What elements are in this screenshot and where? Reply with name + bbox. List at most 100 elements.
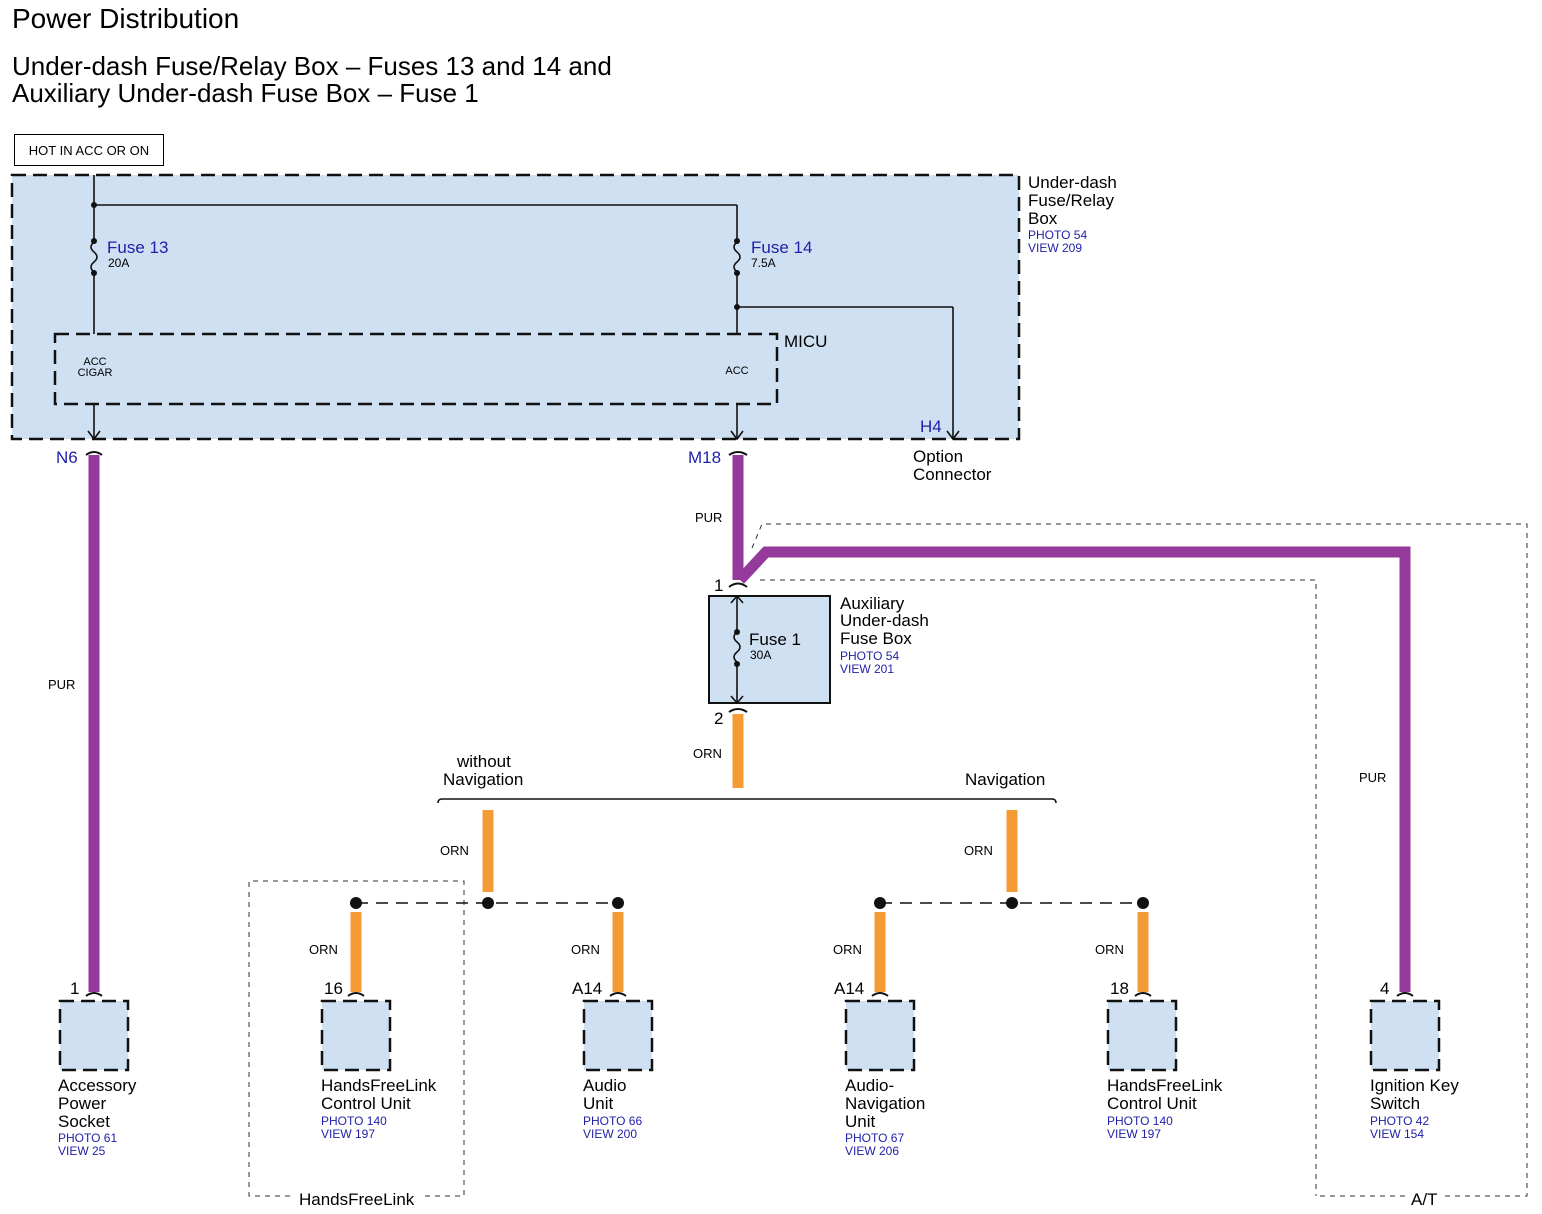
component-name: HandsFreeLink — [1107, 1076, 1223, 1095]
aux-pin-in: 1 — [714, 576, 724, 595]
component-view-link[interactable]: VIEW 197 — [321, 1127, 376, 1141]
orange-wires — [350, 714, 1149, 992]
component-pin: 18 — [1110, 979, 1129, 998]
option-connector-label-1: Option — [913, 447, 964, 466]
wire-color-label-pur: PUR — [695, 510, 723, 525]
internal-wiring — [87, 175, 960, 441]
component-photo-link[interactable]: PHOTO 140 — [1107, 1114, 1173, 1128]
branch-bracket — [437, 798, 1057, 804]
wire-color-label-orn: ORN — [693, 746, 722, 761]
component-name: Power — [58, 1094, 107, 1113]
underdash-box-name-1: Under-dash — [1028, 173, 1117, 192]
underdash-box-photo-link[interactable]: PHOTO 54 — [1028, 228, 1088, 242]
micu-label: MICU — [784, 332, 828, 351]
fuse-1-rating: 30A — [750, 648, 772, 662]
component-photo-link[interactable]: PHOTO 140 — [321, 1114, 387, 1128]
splice-dots — [350, 897, 1149, 909]
component-name: HandsFreeLink — [321, 1076, 437, 1095]
component-pin: A14 — [572, 979, 603, 998]
wire-color-label-pur: PUR — [48, 677, 76, 692]
component-name: Control Unit — [1107, 1094, 1197, 1113]
without-navigation-label-2: Navigation — [443, 770, 524, 789]
aux-box-photo-link[interactable]: PHOTO 54 — [840, 649, 900, 663]
component-view-link[interactable]: VIEW 206 — [845, 1144, 900, 1158]
wire-color-label-pur: PUR — [1359, 770, 1387, 785]
component-name: Ignition Key — [1370, 1076, 1459, 1095]
component-photo-link[interactable]: PHOTO 67 — [845, 1131, 905, 1145]
micu-pin-acc-right: ACC — [725, 365, 749, 377]
option-connector-label-2: Connector — [913, 465, 992, 484]
fuse-14-symbol — [733, 241, 741, 273]
handsfreelink-group-label: HandsFreeLink — [296, 1191, 418, 1209]
component-view-link[interactable]: VIEW 154 — [1370, 1127, 1425, 1141]
fuse-13-label: Fuse 13 — [107, 238, 169, 257]
ignition-key-switch-box[interactable] — [1369, 999, 1441, 1072]
component-pin: A14 — [834, 979, 865, 998]
component-name: Accessory — [58, 1076, 137, 1095]
hot-in-acc-or-on-label: HOT IN ACC OR ON — [14, 134, 164, 166]
component-name: Switch — [1370, 1094, 1421, 1113]
component-photo-link[interactable]: PHOTO 61 — [58, 1131, 118, 1145]
fuse-1-symbol — [733, 631, 741, 663]
audio-unit-box[interactable] — [582, 999, 654, 1072]
micu-box[interactable] — [53, 332, 779, 406]
wire-color-label-orn: ORN — [1095, 942, 1124, 957]
component-name: Audio — [583, 1076, 627, 1095]
component-name: Socket — [58, 1112, 110, 1131]
component-view-link[interactable]: VIEW 200 — [583, 1127, 638, 1141]
purple-wires — [88, 455, 1411, 992]
component-boxes — [58, 999, 1441, 1072]
component-name: Audio- — [845, 1076, 895, 1095]
handsfreelink-control-unit-box-2[interactable] — [1106, 999, 1178, 1072]
wire-color-label-orn: ORN — [440, 843, 469, 858]
page-subtitle-line-1: Under-dash Fuse/Relay Box – Fuses 13 and… — [12, 51, 612, 81]
aux-box-name-1: Auxiliary — [840, 594, 905, 613]
underdash-box-name-2: Fuse/Relay — [1028, 191, 1114, 210]
wire-color-label-orn: ORN — [571, 942, 600, 957]
micu-pin-acc: ACC — [83, 356, 107, 368]
audio-navigation-unit-box[interactable] — [844, 999, 916, 1072]
junction-dots — [91, 202, 740, 310]
connector-n6: N6 — [56, 448, 78, 467]
aux-fuse-box[interactable] — [708, 595, 831, 704]
connector-m18: M18 — [688, 448, 722, 467]
handsfreelink-group-outline — [248, 880, 465, 1197]
fuse-1-label: Fuse 1 — [749, 630, 801, 649]
fuse-13-rating: 20A — [108, 256, 130, 270]
fuse-13-symbol — [90, 241, 98, 273]
aux-box-name-2: Under-dash — [840, 611, 929, 630]
aux-pin-out: 2 — [714, 709, 724, 728]
aux-box-view-link[interactable]: VIEW 201 — [840, 662, 895, 676]
at-group-outline — [751, 523, 1528, 1197]
connector-h4: H4 — [920, 417, 942, 436]
component-pin: 4 — [1380, 979, 1390, 998]
component-name: Control Unit — [321, 1094, 411, 1113]
aux-fuse-internal — [730, 594, 744, 705]
accessory-power-socket-box[interactable] — [58, 999, 130, 1072]
aux-box-name-3: Fuse Box — [840, 629, 912, 648]
wire-ignition-pur — [735, 546, 1411, 992]
component-name: Unit — [845, 1112, 876, 1131]
micu-pin-cigar: CIGAR — [77, 367, 113, 379]
connector-caps — [85, 451, 1414, 997]
at-group-label: A/T — [1408, 1191, 1441, 1209]
wire-color-label-orn: ORN — [309, 942, 338, 957]
component-pin: 16 — [324, 979, 343, 998]
fuse-14-rating: 7.5A — [751, 256, 776, 270]
navigation-label: Navigation — [965, 770, 1046, 789]
handsfreelink-control-unit-box-1[interactable] — [320, 999, 392, 1072]
component-photo-link[interactable]: PHOTO 42 — [1370, 1114, 1430, 1128]
underdash-box-name-3: Box — [1028, 209, 1058, 228]
component-name: Unit — [583, 1094, 614, 1113]
page-subtitle-line-2: Auxiliary Under-dash Fuse Box – Fuse 1 — [12, 78, 479, 108]
underdash-box-view-link[interactable]: VIEW 209 — [1028, 241, 1083, 255]
component-name: Navigation — [845, 1094, 926, 1113]
without-navigation-label-1: without — [457, 752, 511, 771]
component-view-link[interactable]: VIEW 197 — [1107, 1127, 1162, 1141]
component-view-link[interactable]: VIEW 25 — [58, 1144, 106, 1158]
wire-color-label-orn: ORN — [833, 942, 862, 957]
component-photo-link[interactable]: PHOTO 66 — [583, 1114, 643, 1128]
page-title: Power Distribution — [12, 3, 240, 34]
fuse-14-label: Fuse 14 — [751, 238, 813, 257]
